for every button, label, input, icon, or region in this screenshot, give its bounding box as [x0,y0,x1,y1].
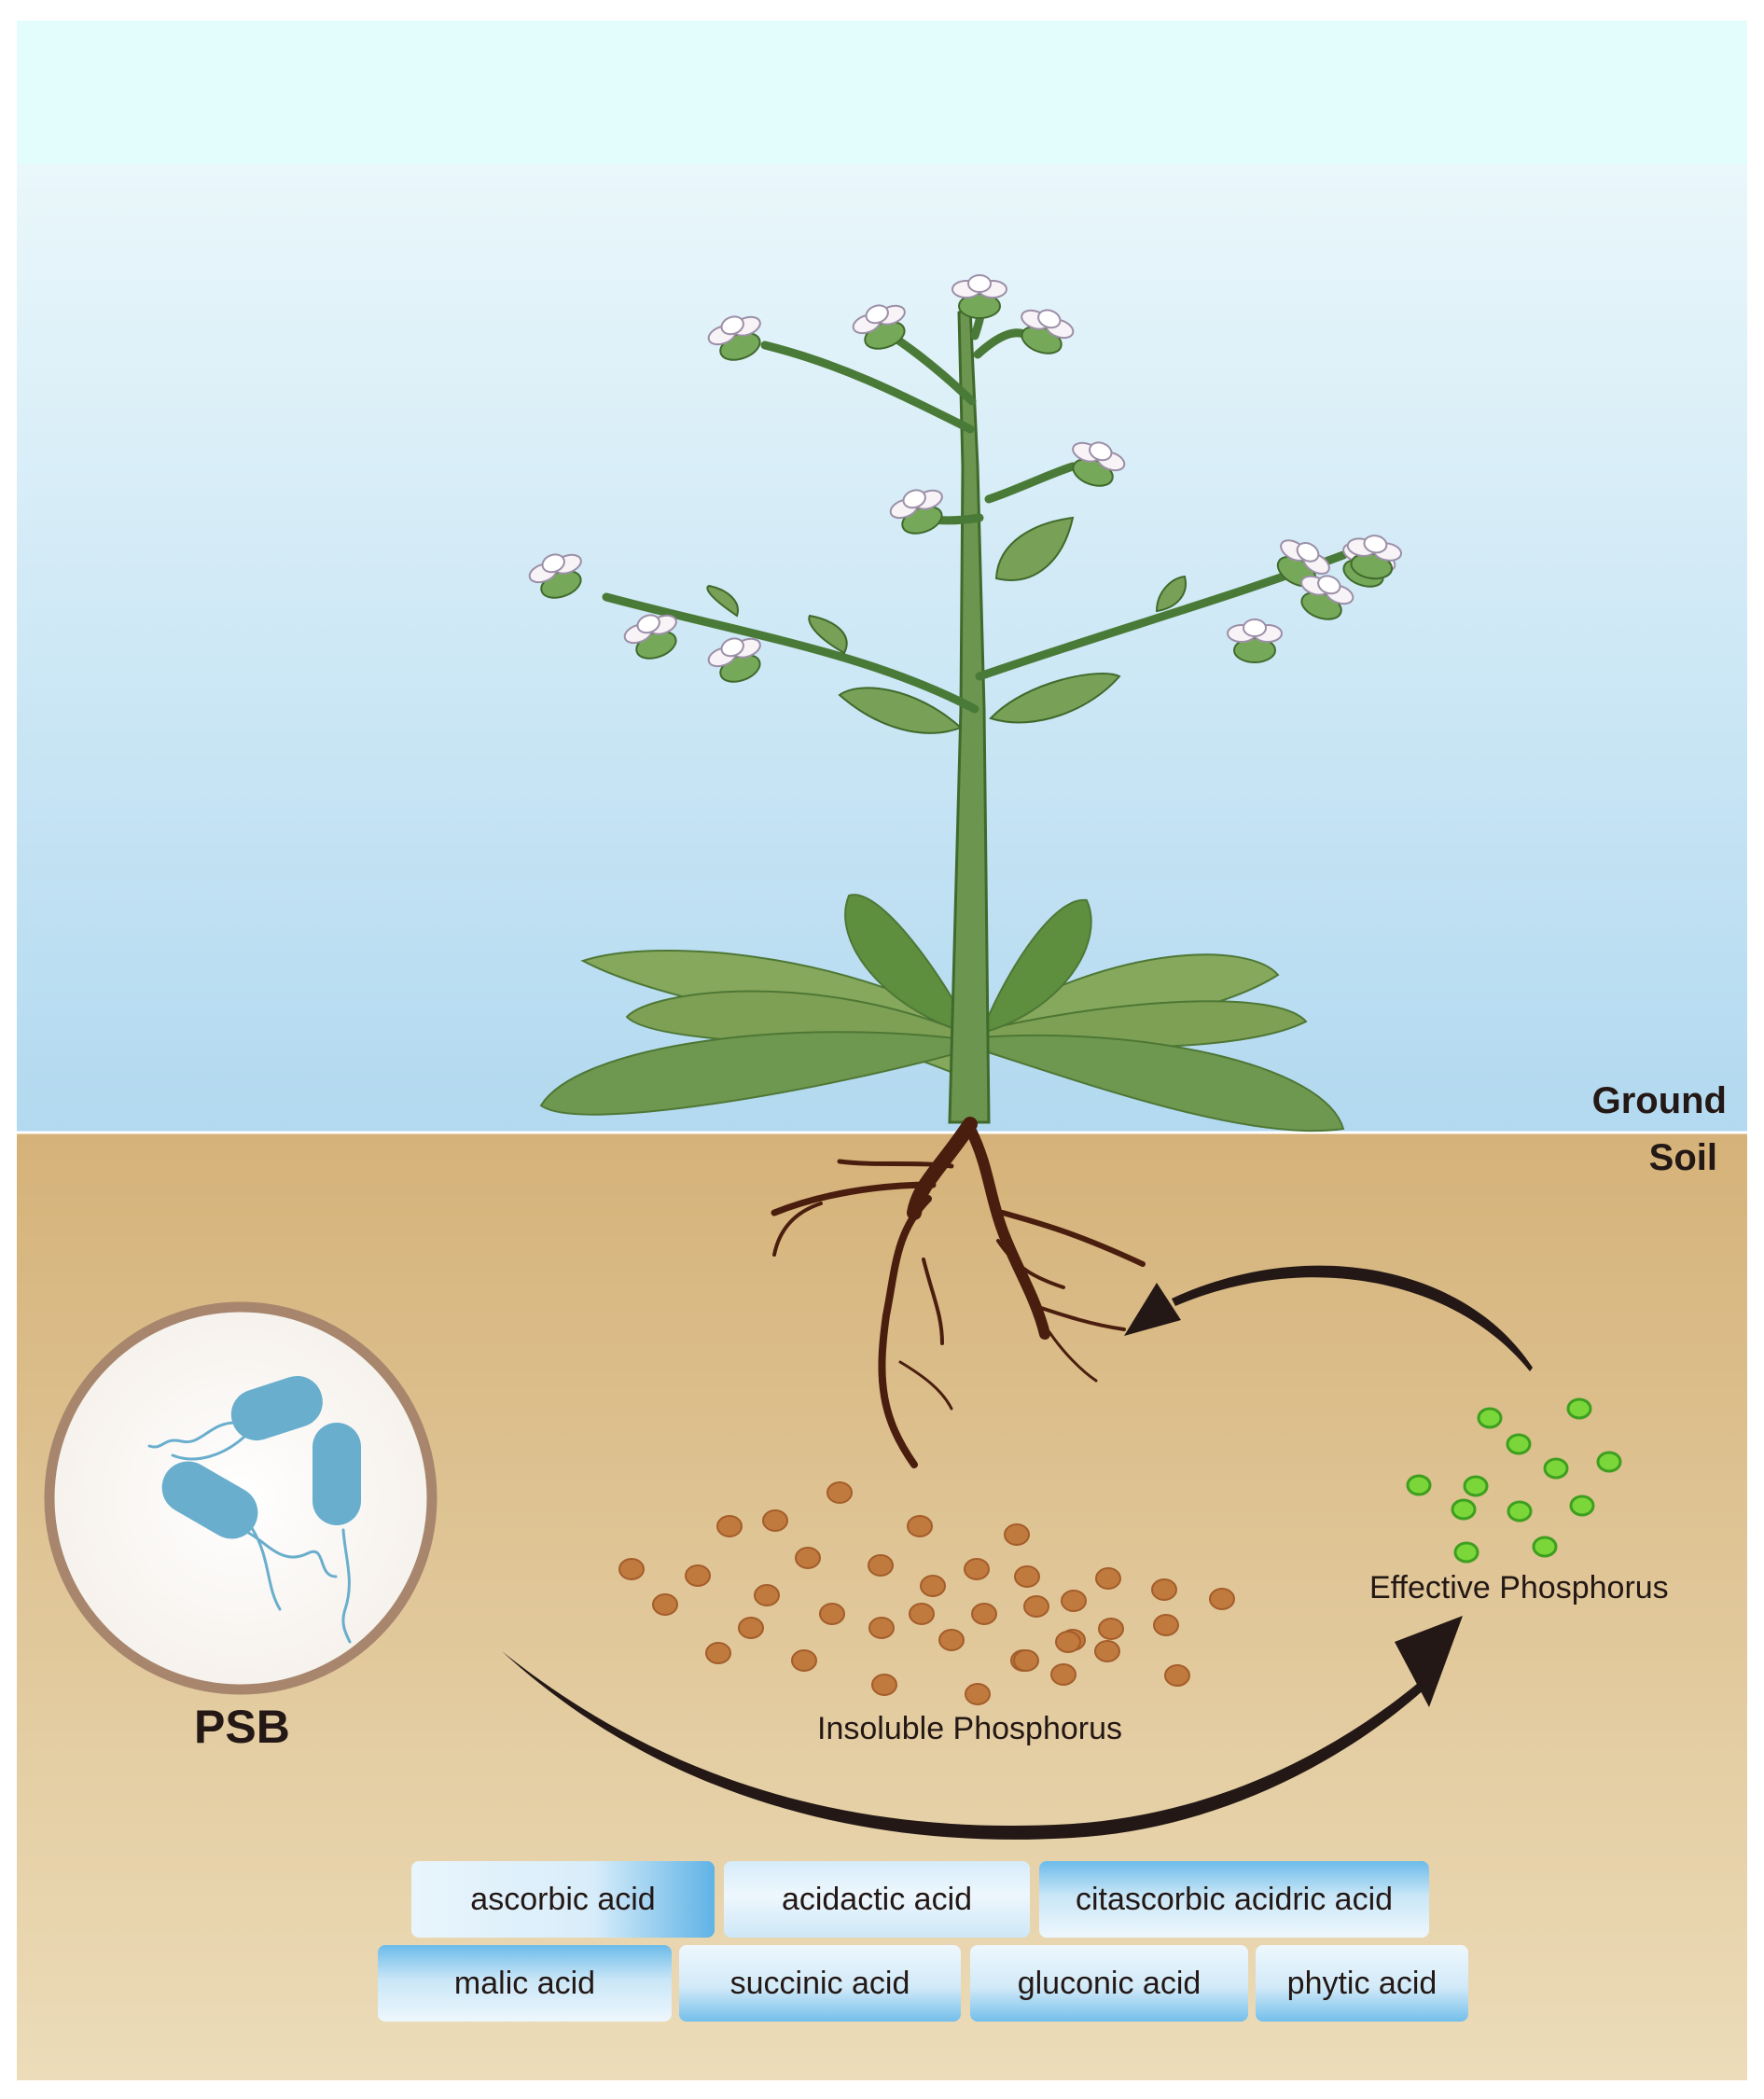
acid-box: ascorbic acid [411,1861,715,1938]
stem-leaf [838,687,963,734]
insoluble-particle [1095,1567,1121,1590]
insoluble-particle [791,1649,817,1672]
insoluble-particle [1153,1614,1179,1636]
insoluble-particle [971,1603,997,1625]
insoluble-particle [1098,1618,1124,1640]
bacterium [161,1461,258,1539]
insoluble-particle [826,1481,853,1504]
insoluble-particle [868,1554,894,1577]
insoluble-particle [1061,1590,1087,1612]
sky-top-band [17,21,1747,164]
insoluble-particle [1050,1663,1076,1686]
effective-particle [1506,1433,1532,1455]
arrow-icon [502,1265,1533,1840]
insoluble-particle [1164,1664,1190,1687]
insoluble-particle [868,1617,895,1639]
insoluble-particle [1014,1565,1040,1588]
insoluble-particle [762,1509,788,1532]
insoluble-particle [618,1558,645,1580]
insoluble-particle [705,1642,731,1664]
insoluble-particle [1004,1523,1030,1546]
bacterium [313,1423,361,1525]
insoluble-particle [871,1674,897,1696]
effective-particle [1569,1494,1595,1517]
plant-branch [760,341,975,434]
rosette-leaf [539,1031,971,1116]
stem-leaf [1155,575,1187,613]
flower [889,489,943,535]
effective-phosphorus [1406,1397,1622,1564]
effective-particle [1507,1500,1533,1522]
acid-box: malic acid [378,1945,672,2022]
insoluble-particle [1151,1578,1177,1601]
psb-cell [44,1301,438,1695]
flower [852,304,906,350]
stem-leaf [706,584,739,618]
acid-box: acidactic acid [724,1861,1030,1938]
plant-branch [602,592,979,714]
insoluble-phosphorus-label: Insoluble Phosphorus [817,1711,1123,1746]
acid-box: gluconic acid [970,1945,1248,2022]
effective-particle [1532,1536,1558,1558]
insoluble-particle [738,1617,764,1639]
insoluble-particle [1209,1588,1235,1610]
effective-particle [1406,1474,1432,1496]
soil-label: Soil [1648,1137,1717,1178]
flower [951,274,1007,319]
acid-box: succinic acid [679,1945,961,2022]
insoluble-particle [754,1584,780,1606]
acid-box: citascorbic acidric acid [1039,1861,1429,1938]
insoluble-particle [909,1603,935,1625]
insoluble-phosphorus [618,1481,1235,1705]
bacteria-icon [147,1375,361,1644]
stem-leaf [989,673,1121,724]
flower [1276,539,1330,588]
root-icon [771,1117,1146,1468]
plant-branch [984,462,1077,504]
flower [707,315,761,361]
effective-particle [1451,1498,1477,1521]
effective-phosphorus-label: Effective Phosphorus [1369,1570,1669,1606]
insoluble-particle [920,1575,946,1597]
bacterium [230,1375,323,1441]
insoluble-particle [1023,1595,1049,1618]
insoluble-particle [795,1547,821,1569]
stem-leaf [994,516,1075,581]
flower [528,553,582,599]
flower [1072,441,1126,487]
stem-leaf [808,614,848,655]
insoluble-particle [938,1629,965,1651]
flower [1346,535,1403,580]
flower [1227,619,1283,663]
effective-particle [1477,1407,1503,1429]
insoluble-particle [819,1603,845,1625]
effective-particle [1566,1397,1592,1420]
insoluble-particle [652,1593,678,1616]
plant-icon [528,274,1403,1133]
rosette-leaf [979,1034,1345,1133]
effective-particle [1453,1541,1479,1564]
insoluble-particle [964,1558,990,1580]
insoluble-particle [1013,1649,1039,1672]
insoluble-particle [1094,1640,1120,1662]
insoluble-particle [965,1683,991,1705]
flower [1300,575,1354,620]
rosette-leaf [844,894,970,1033]
rosette-leaf [982,898,1092,1033]
acid-box: phytic acid [1256,1945,1468,2022]
psb-label: PSB [194,1701,290,1753]
insoluble-particle [1055,1631,1081,1653]
ground-label: Ground [1591,1080,1727,1121]
effective-particle [1463,1475,1489,1497]
flower [1021,309,1075,354]
insoluble-particle [907,1515,933,1537]
flower [707,637,761,683]
flowers [528,274,1403,683]
insoluble-particle [685,1564,711,1587]
effective-particle [1596,1451,1622,1473]
effective-particle [1543,1457,1569,1480]
flower [623,614,677,660]
insoluble-particle [716,1515,743,1537]
